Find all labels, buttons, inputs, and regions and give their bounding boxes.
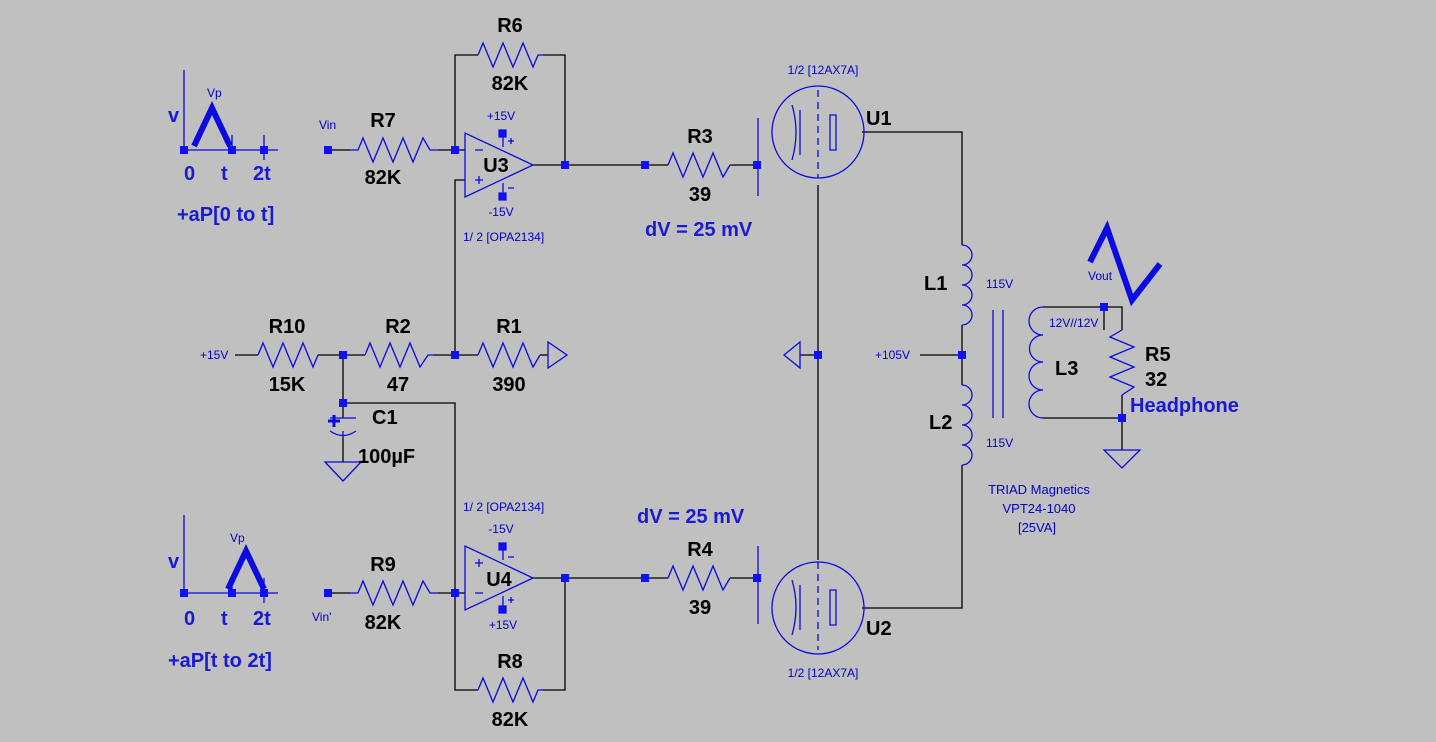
r2-ref: R2 (385, 316, 411, 338)
u3-vpos: +15V (487, 109, 515, 123)
u1-part: 1/2 [12AX7A] (788, 63, 859, 77)
output-waveform (1087, 220, 1163, 307)
r3-value: 39 (689, 184, 711, 206)
u3-ref: U3 (483, 155, 509, 177)
inductor-l2[interactable] (961, 384, 973, 466)
net-label-vout: Vout (1088, 269, 1113, 283)
resistor-r9[interactable] (350, 579, 438, 607)
u4-vneg: -15V (488, 522, 513, 536)
r9-value: 82K (365, 612, 402, 634)
l1-ref: L1 (924, 273, 947, 295)
r9-ref: R9 (370, 554, 396, 576)
transformer-label-line2: VPT24-1040 (1003, 501, 1076, 516)
r6-value: 82K (492, 73, 529, 95)
c1-ref: C1 (372, 407, 398, 429)
r5-value: 32 (1145, 369, 1167, 391)
l1-value: 115V (986, 277, 1013, 291)
u3-part: 1/ 2 [OPA2134] (463, 230, 544, 244)
transformer-label-line1: TRIAD Magnetics (988, 482, 1090, 497)
graph-bottom-t1: t (221, 608, 228, 630)
r3-ref: R3 (687, 126, 713, 148)
wires (235, 54, 1123, 691)
graph-top-v: v (168, 105, 180, 127)
inductor-l3[interactable] (1028, 306, 1044, 419)
u4-ref: U4 (486, 569, 512, 591)
l3-value: 12V//12V (1049, 316, 1098, 330)
r5-label: Headphone (1130, 395, 1239, 417)
u2-ref: U2 (866, 618, 892, 640)
r7-ref: R7 (370, 110, 396, 132)
dv-top: dV = 25 mV (645, 219, 753, 241)
r2-value: 47 (387, 374, 409, 396)
dv-bottom: dV = 25 mV (637, 506, 745, 528)
c1-value: 100µF (358, 446, 415, 468)
graph-bottom-v: v (168, 551, 180, 573)
u4-part: 1/ 2 [OPA2134] (463, 500, 544, 514)
r5-ref: R5 (1145, 344, 1171, 366)
junctions (180, 129, 1126, 614)
r10-value: 15K (269, 374, 306, 396)
opamp-u3[interactable] (464, 131, 535, 199)
graph-bottom-caption: +aP[t to 2t] (168, 650, 272, 672)
ground-symbol-cathode (782, 340, 801, 370)
graph-top-t1: t (221, 163, 228, 185)
opamp-u4[interactable] (464, 544, 535, 612)
resistor-r8[interactable] (477, 676, 543, 704)
graph-bottom-t0: 0 (184, 608, 195, 630)
u2-part: 1/2 [12AX7A] (788, 666, 859, 680)
net-label-vin2: Vin' (312, 610, 331, 624)
r8-ref: R8 (497, 651, 523, 673)
resistor-r3[interactable] (667, 151, 731, 179)
l2-ref: L2 (929, 412, 952, 434)
tube-u1[interactable] (757, 85, 865, 196)
net-label-105v: +105V (875, 348, 910, 362)
graph-top-t0: 0 (184, 163, 195, 185)
transformer-core (992, 310, 1004, 418)
graph-bottom-vp: Vp (230, 531, 245, 545)
inductor-l1[interactable] (961, 244, 973, 326)
capacitor-c1[interactable] (328, 415, 357, 437)
tube-u2[interactable] (757, 546, 865, 655)
u1-ref: U1 (866, 108, 892, 130)
resistor-r7[interactable] (350, 136, 438, 164)
ground-symbol-c1 (323, 461, 363, 482)
net-label-vin: Vin (319, 118, 336, 132)
resistor-r5[interactable] (1108, 329, 1136, 396)
resistor-r4[interactable] (667, 564, 731, 592)
resistor-r10[interactable] (257, 341, 319, 369)
resistor-r1[interactable] (477, 341, 541, 369)
u4-vpos: +15V (489, 618, 517, 632)
graph-top-t2: 2t (253, 163, 271, 185)
transformer-label-line3: [25VA] (1018, 520, 1056, 535)
l2-value: 115V (986, 436, 1013, 450)
resistor-r6[interactable] (477, 41, 543, 69)
graph-bottom-t2: 2t (253, 608, 271, 630)
resistor-r2[interactable] (364, 341, 433, 369)
ground-symbol-secondary (1102, 449, 1142, 469)
ground-symbol-r1 (547, 340, 569, 370)
r1-ref: R1 (496, 316, 522, 338)
r7-value: 82K (365, 167, 402, 189)
r4-value: 39 (689, 597, 711, 619)
graph-top-vp: Vp (207, 86, 222, 100)
graph-top-caption: +aP[0 to t] (177, 204, 274, 226)
r10-ref: R10 (269, 316, 306, 338)
r8-value: 82K (492, 709, 529, 731)
r6-ref: R6 (497, 15, 523, 37)
net-label-15v: +15V (200, 348, 228, 362)
u3-vneg: -15V (488, 205, 513, 219)
l3-ref: L3 (1055, 358, 1078, 380)
r1-value: 390 (492, 374, 525, 396)
r4-ref: R4 (687, 539, 713, 561)
